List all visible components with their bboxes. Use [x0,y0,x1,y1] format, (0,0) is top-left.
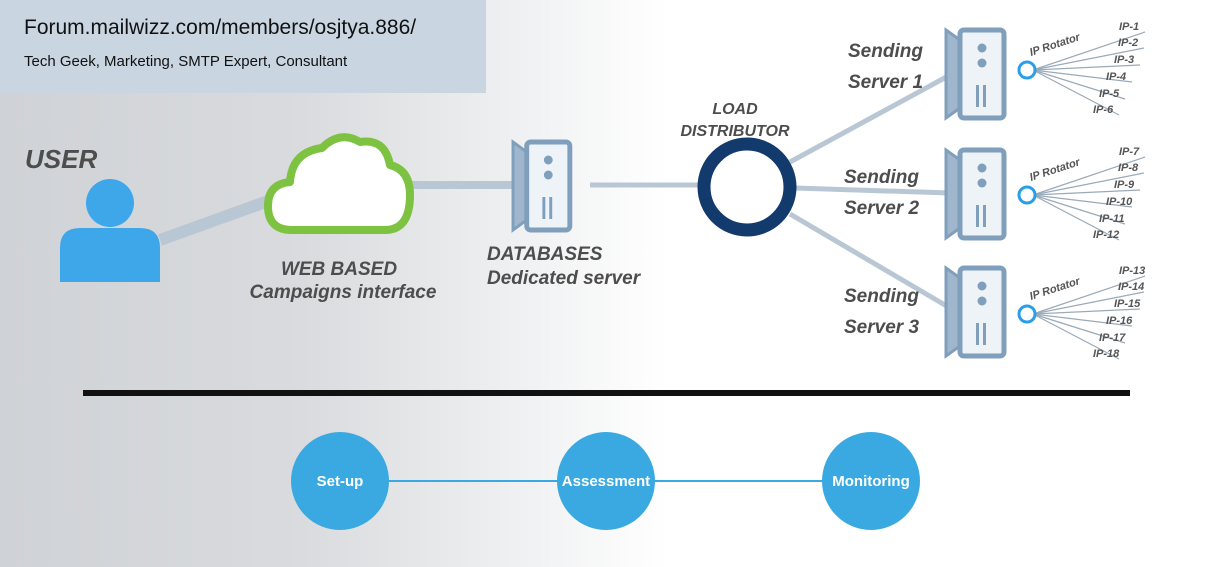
ip-label: IP-13 [1119,265,1145,277]
step-setup[interactable]: Set-up [291,432,389,530]
ip-label: IP-4 [1106,71,1126,83]
server-3-icon [946,268,1004,356]
ip-line [1032,308,1141,315]
ip-line [1032,313,1126,344]
server-1-icon [946,30,1004,118]
web-label-line1: WEB BASED [281,259,397,280]
user-node: USER [25,144,160,282]
server-3-label-line1: Sending [844,286,919,307]
ip-label: IP-7 [1119,146,1140,158]
forum-url[interactable]: Forum.mailwizz.com/members/osjtya.886/ [24,16,417,39]
header-banner: Forum.mailwizz.com/members/osjtya.886/ T… [0,0,486,93]
step-monitoring[interactable]: Monitoring [822,432,920,530]
connector-lb-server1 [788,72,952,165]
ip-line [1032,69,1133,83]
db-label-line2: Dedicated server [487,268,642,289]
ip-label: IP-10 [1106,196,1133,208]
lb-label-line2: DISTRIBUTOR [680,123,789,140]
ip-label: IP-18 [1093,348,1120,360]
ip-line [1032,172,1145,196]
server-2-icon [946,150,1004,238]
step-monitoring-label: Monitoring [832,472,910,490]
ip-label: IP-2 [1118,37,1138,49]
connectors [157,72,952,311]
ip-label: IP-8 [1118,162,1139,174]
profile-tagline: Tech Geek, Marketing, SMTP Expert, Consu… [24,53,348,70]
server-2-label-line1: Sending [844,167,919,188]
ip-line [1032,31,1146,71]
server-3-label-line2: Server 3 [844,317,919,338]
ip-line [1032,156,1146,196]
step-assessment-label: Assessment [561,472,651,490]
ip-line [1032,313,1133,327]
ip-line [1032,64,1141,71]
ip-line [1032,275,1146,315]
server-2-label-line2: Server 2 [844,198,919,219]
ip-label: IP-17 [1099,332,1126,344]
user-icon [60,179,160,282]
ip-line [1032,189,1141,196]
ip-label: IP-1 [1119,21,1139,33]
load-distributor-ring-icon [697,137,797,237]
ip-label: IP-16 [1106,315,1133,327]
lb-label-line1: LOAD [712,101,758,118]
ip-rotator-icon [1017,60,1037,80]
web-label-line2: Campaigns interface [250,282,437,303]
server-1-label-line2: Server 1 [848,72,923,93]
step-assessment[interactable]: Assessment [557,432,655,530]
ip-label: IP-11 [1099,213,1124,225]
ip-label: IP-12 [1093,229,1119,241]
ip-label: IP-14 [1118,281,1144,293]
step-setup-label: Set-up [316,472,364,490]
database-server-icon [513,142,570,230]
ip-line [1032,291,1145,315]
connector-lb-server3 [788,211,952,311]
ip-label: IP-9 [1114,179,1135,191]
cloud-icon [264,133,414,234]
ip-rotator-icon [1017,304,1037,324]
ip-label: IP-3 [1114,54,1134,66]
ip-rotator-label: IP Rotator [1028,275,1082,303]
ip-line [1032,194,1133,208]
ip-line [1032,69,1126,100]
connector-lb-server2 [794,185,951,196]
ip-rotator-label: IP Rotator [1028,31,1082,59]
ip-label: IP-6 [1093,104,1114,116]
ip-line [1032,47,1145,71]
ip-label: IP-5 [1099,88,1120,100]
ip-line [1032,313,1120,360]
ip-line [1032,69,1120,116]
server-1-label-line1: Sending [848,41,923,62]
ip-rotator-icon [1017,185,1037,205]
divider-line [83,390,1130,396]
ip-line [1032,194,1126,225]
db-label-line1: DATABASES [487,244,603,265]
ip-rotator-label: IP Rotator [1028,156,1082,184]
ip-label: IP-15 [1114,298,1141,310]
ip-line [1032,194,1120,241]
user-label: USER [25,144,97,174]
